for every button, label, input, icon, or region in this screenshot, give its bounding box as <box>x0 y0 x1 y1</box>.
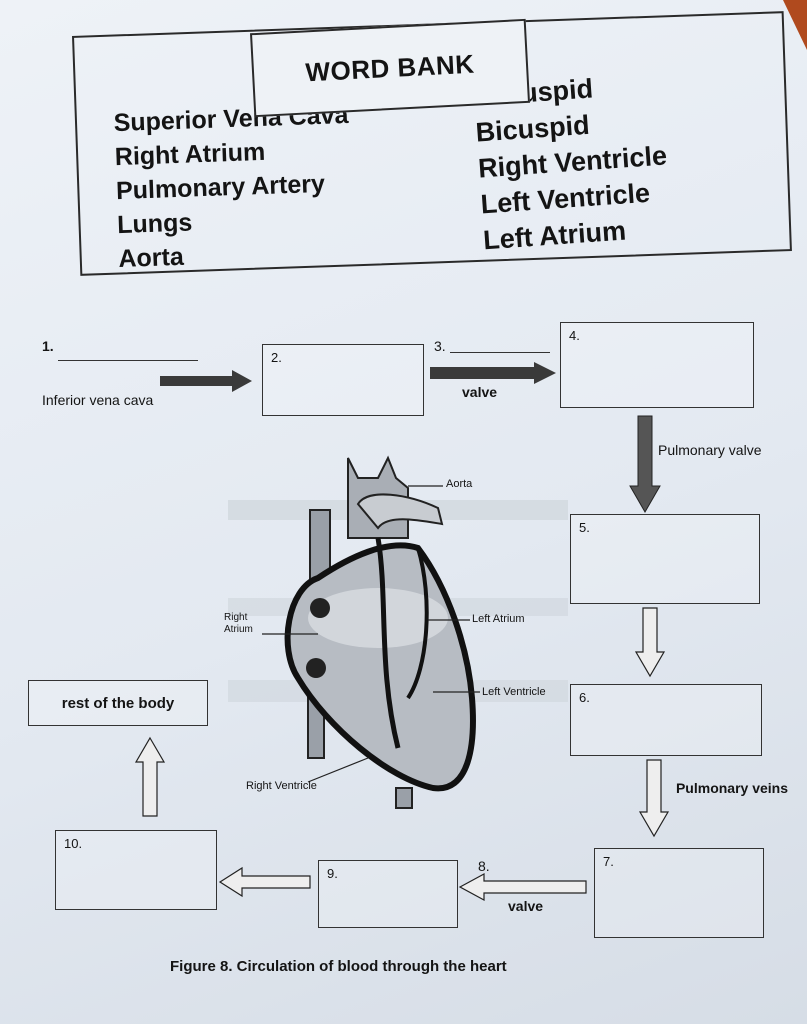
valve-label: valve <box>462 384 498 400</box>
answer-box-6[interactable]: 6. <box>570 684 762 756</box>
pulmonary-valve-label: Pulmonary valve <box>658 442 762 458</box>
rest-of-body-label: rest of the body <box>61 694 175 712</box>
arrow-up-icon <box>134 736 166 817</box>
heart-label-left-ventricle: Left Ventricle <box>482 686 546 698</box>
box-number: 10. <box>64 836 83 851</box>
word-bank-title: WORD BANK <box>249 18 531 118</box>
arrow-down-icon <box>638 759 670 838</box>
box-number: 2. <box>271 350 282 365</box>
heart-diagram <box>228 455 568 809</box>
box-number: 7. <box>603 854 614 869</box>
box-number: 9. <box>327 866 338 881</box>
arrow-left-icon <box>458 872 587 902</box>
arrow-down-icon <box>629 415 661 514</box>
answer-box-2[interactable]: 2. <box>262 344 424 416</box>
heart-label-aorta: Aorta <box>446 478 473 490</box>
heart-label-left-atrium: Left Atrium <box>472 613 525 625</box>
answer-box-4[interactable]: 4. <box>560 322 754 408</box>
word-bank-left-column: Superior Vena Cava Right Atrium Pulmonar… <box>113 98 354 276</box>
answer-box-10[interactable]: 10. <box>55 830 217 910</box>
inferior-vena-cava-label: Inferior vena cava <box>42 392 154 408</box>
arrow-down-icon <box>634 607 666 678</box>
box-number: 4. <box>569 328 580 343</box>
answer-box-5[interactable]: 5. <box>570 514 760 604</box>
pulmonary-veins-label: Pulmonary veins <box>675 780 789 796</box>
rest-of-body-box: rest of the body <box>28 680 208 726</box>
blank-1-line[interactable] <box>58 360 198 361</box>
blank-3-line[interactable] <box>450 352 550 353</box>
box-number: 5. <box>579 520 590 535</box>
box-number: 6. <box>579 690 590 705</box>
figure-caption: Figure 8. Circulation of blood through t… <box>170 958 507 975</box>
arrow-left-icon <box>218 866 311 898</box>
blank-8-number: 8. <box>478 858 490 874</box>
answer-box-7[interactable]: 7. <box>594 848 764 938</box>
arrow-right-icon <box>430 362 556 384</box>
arrow-right-icon <box>160 370 252 392</box>
heart-label-right-ventricle: Right Ventricle <box>246 780 317 792</box>
answer-box-9[interactable]: 9. <box>318 860 458 928</box>
blank-3-number: 3. <box>434 338 446 354</box>
valve-label: valve <box>508 898 544 914</box>
heart-label-right-atrium: Right Atrium <box>224 612 253 635</box>
blank-1-number: 1. <box>42 338 54 354</box>
